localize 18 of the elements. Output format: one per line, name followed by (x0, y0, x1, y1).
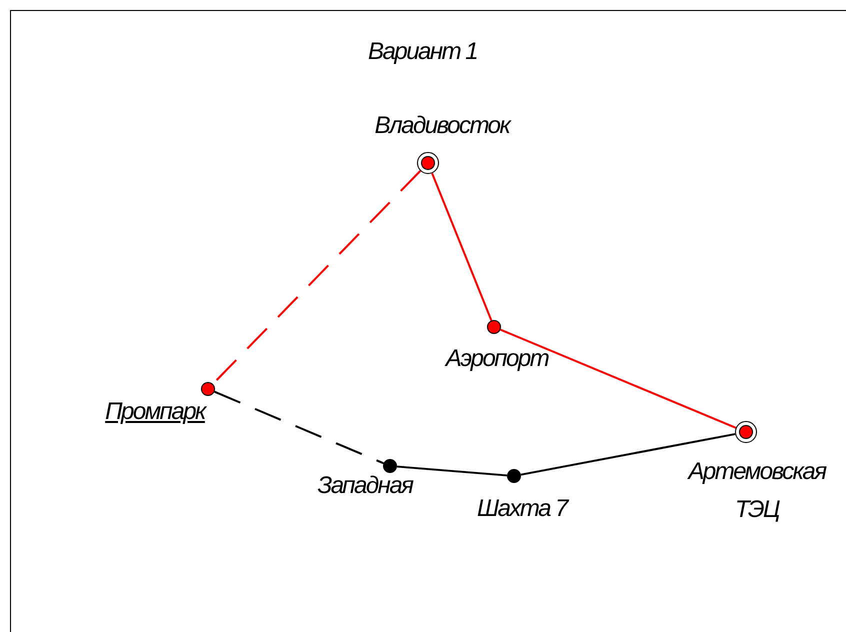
station-label: Промпарк (104, 398, 208, 426)
substation-dot (201, 382, 215, 396)
power-line (214, 390, 384, 464)
power-line (396, 466, 508, 476)
station-label: Артемовская ТЭЦ (686, 457, 828, 525)
power-line (431, 172, 492, 321)
station-label: Западная (316, 472, 414, 500)
substation-dot (487, 320, 501, 334)
station-label: Шахта 7 (476, 495, 570, 523)
title: Вариант 1 (368, 38, 478, 66)
substation-dot (383, 459, 397, 473)
station-label: Аэропорт (444, 345, 550, 373)
power-line (500, 328, 736, 429)
power-line (520, 433, 736, 476)
substation-dot (507, 469, 521, 483)
station-label: Владивосток (374, 112, 512, 140)
substation-ring-marker (417, 152, 439, 174)
substation-ring-marker (735, 421, 757, 443)
